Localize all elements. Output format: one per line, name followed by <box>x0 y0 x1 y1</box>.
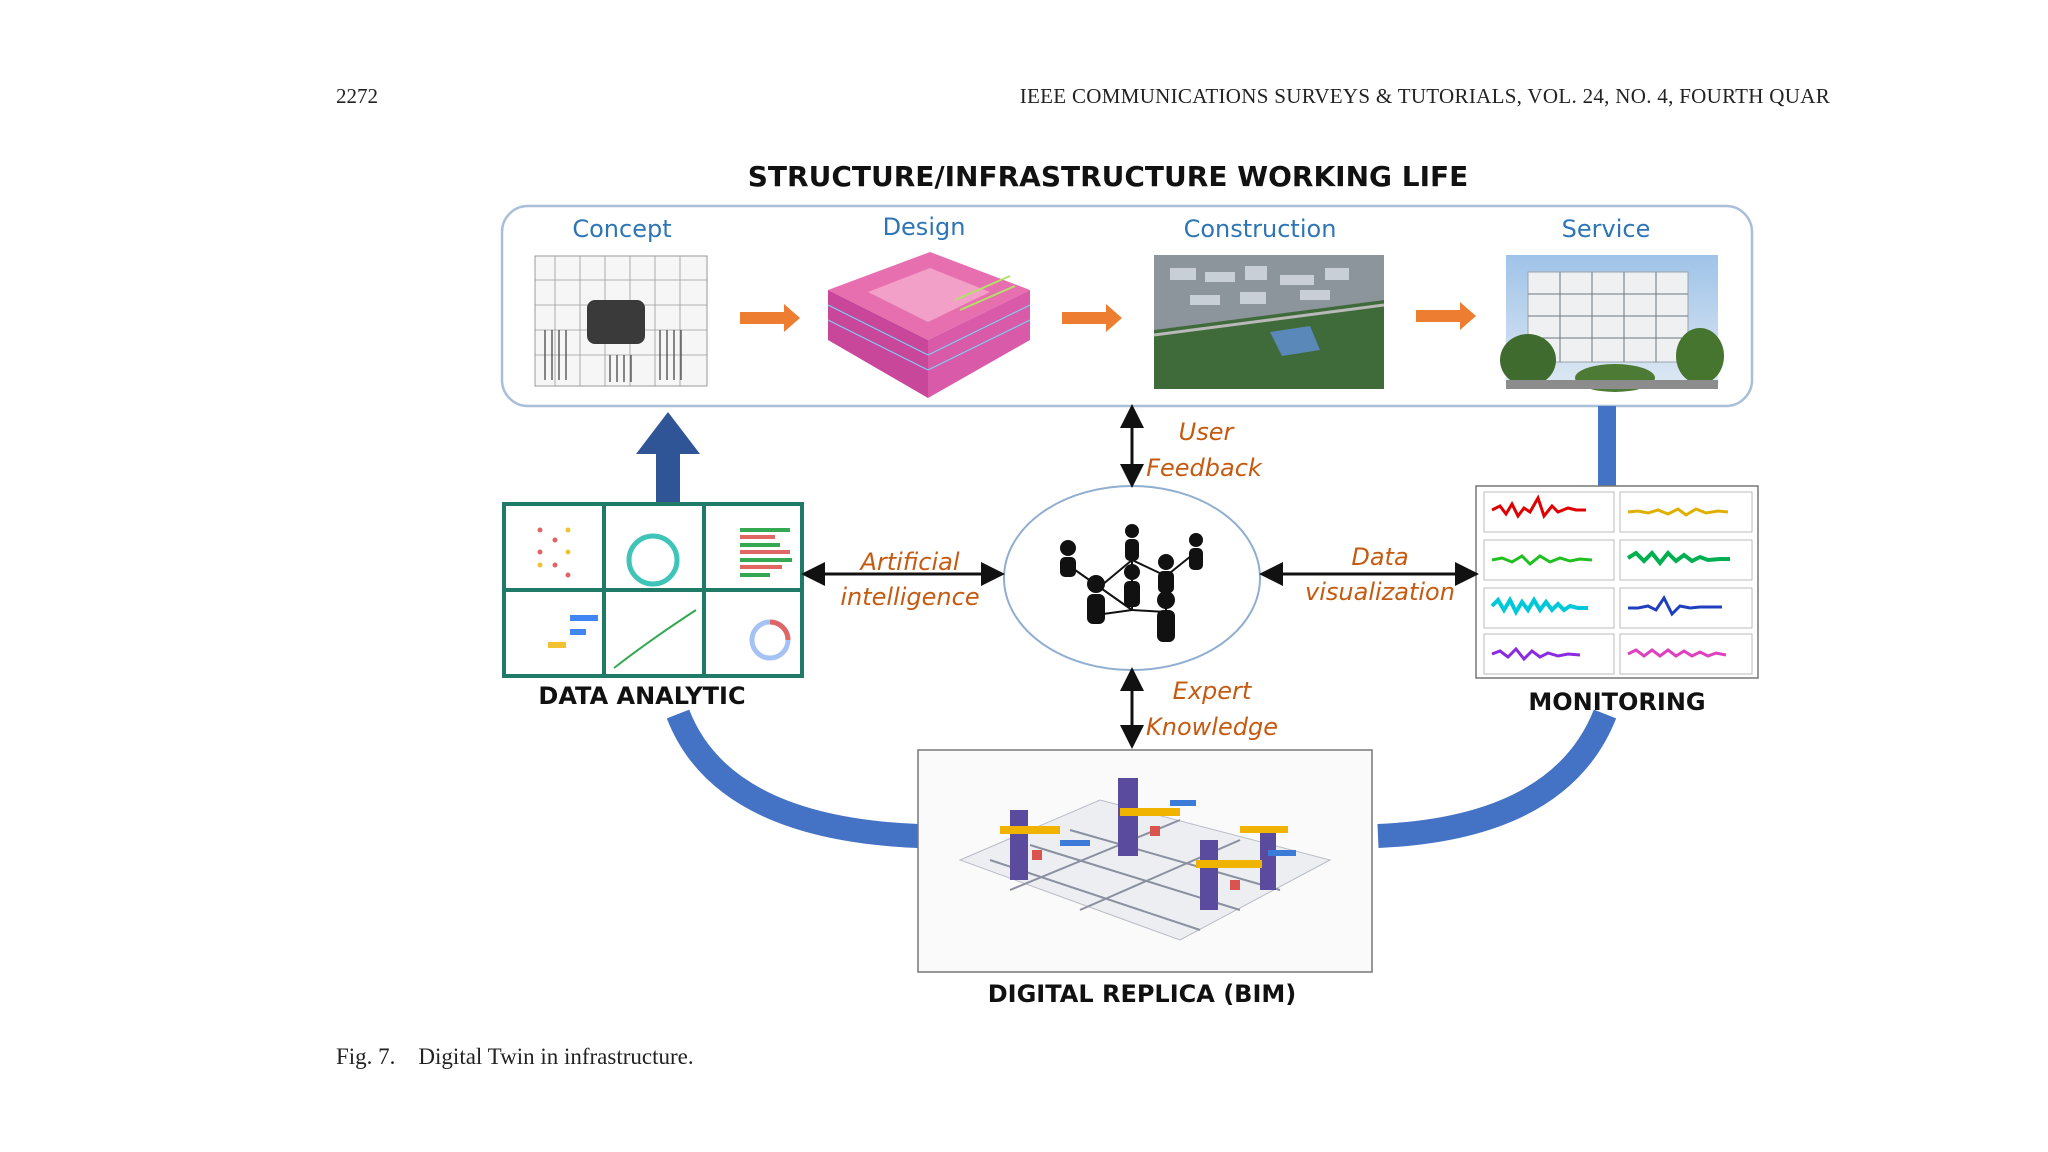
stage-arrow-3 <box>1416 302 1476 330</box>
bim-to-analytics-flow <box>666 709 919 848</box>
monitoring-signals-image <box>1475 485 1759 679</box>
concept-floorplan-image <box>534 255 708 387</box>
stage-concept-label: Concept <box>572 215 671 243</box>
digital-replica-label: DIGITAL REPLICA (BIM) <box>988 980 1296 1008</box>
stage-arrow-1 <box>740 304 800 332</box>
monitoring-to-bim-flow <box>1377 709 1617 848</box>
data-analytic-dashboard-image <box>502 502 804 678</box>
figure-title: STRUCTURE/INFRASTRUCTURE WORKING LIFE <box>748 160 1469 193</box>
user-feedback-label-line1: User <box>1179 418 1236 446</box>
data-visualization-label-line1: Data <box>1351 543 1408 571</box>
digital-replica-bim-image <box>917 749 1373 973</box>
artificial-intelligence-label-line2: intelligence <box>840 583 979 611</box>
user-feedback-label-line2: Feedback <box>1146 454 1263 482</box>
stage-design-label: Design <box>883 213 966 241</box>
service-building-image <box>1500 255 1724 392</box>
expert-knowledge-label-line2: Knowledge <box>1146 713 1278 741</box>
design-structural-model-image <box>827 252 1031 398</box>
running-header: IEEE COMMUNICATIONS SURVEYS & TUTORIALS,… <box>1019 84 1830 108</box>
figure-caption: Fig. 7. Digital Twin in infrastructure. <box>336 1044 694 1069</box>
page-number: 2272 <box>336 84 378 108</box>
monitoring-label: MONITORING <box>1528 688 1705 716</box>
analytics-arrow-shaft <box>656 452 680 504</box>
people-network-icon <box>1060 524 1203 642</box>
data-analytic-label: DATA ANALYTIC <box>538 682 745 710</box>
expert-knowledge-label-line1: Expert <box>1173 677 1253 705</box>
artificial-intelligence-label-line1: Artificial <box>858 548 959 576</box>
data-visualization-label-line2: visualization <box>1305 578 1455 606</box>
stage-service-label: Service <box>1562 215 1651 243</box>
construction-aerial-image <box>1153 255 1385 389</box>
stage-construction-label: Construction <box>1184 215 1337 243</box>
stage-arrow-2 <box>1062 304 1122 332</box>
service-to-monitoring-flow <box>1598 406 1616 490</box>
